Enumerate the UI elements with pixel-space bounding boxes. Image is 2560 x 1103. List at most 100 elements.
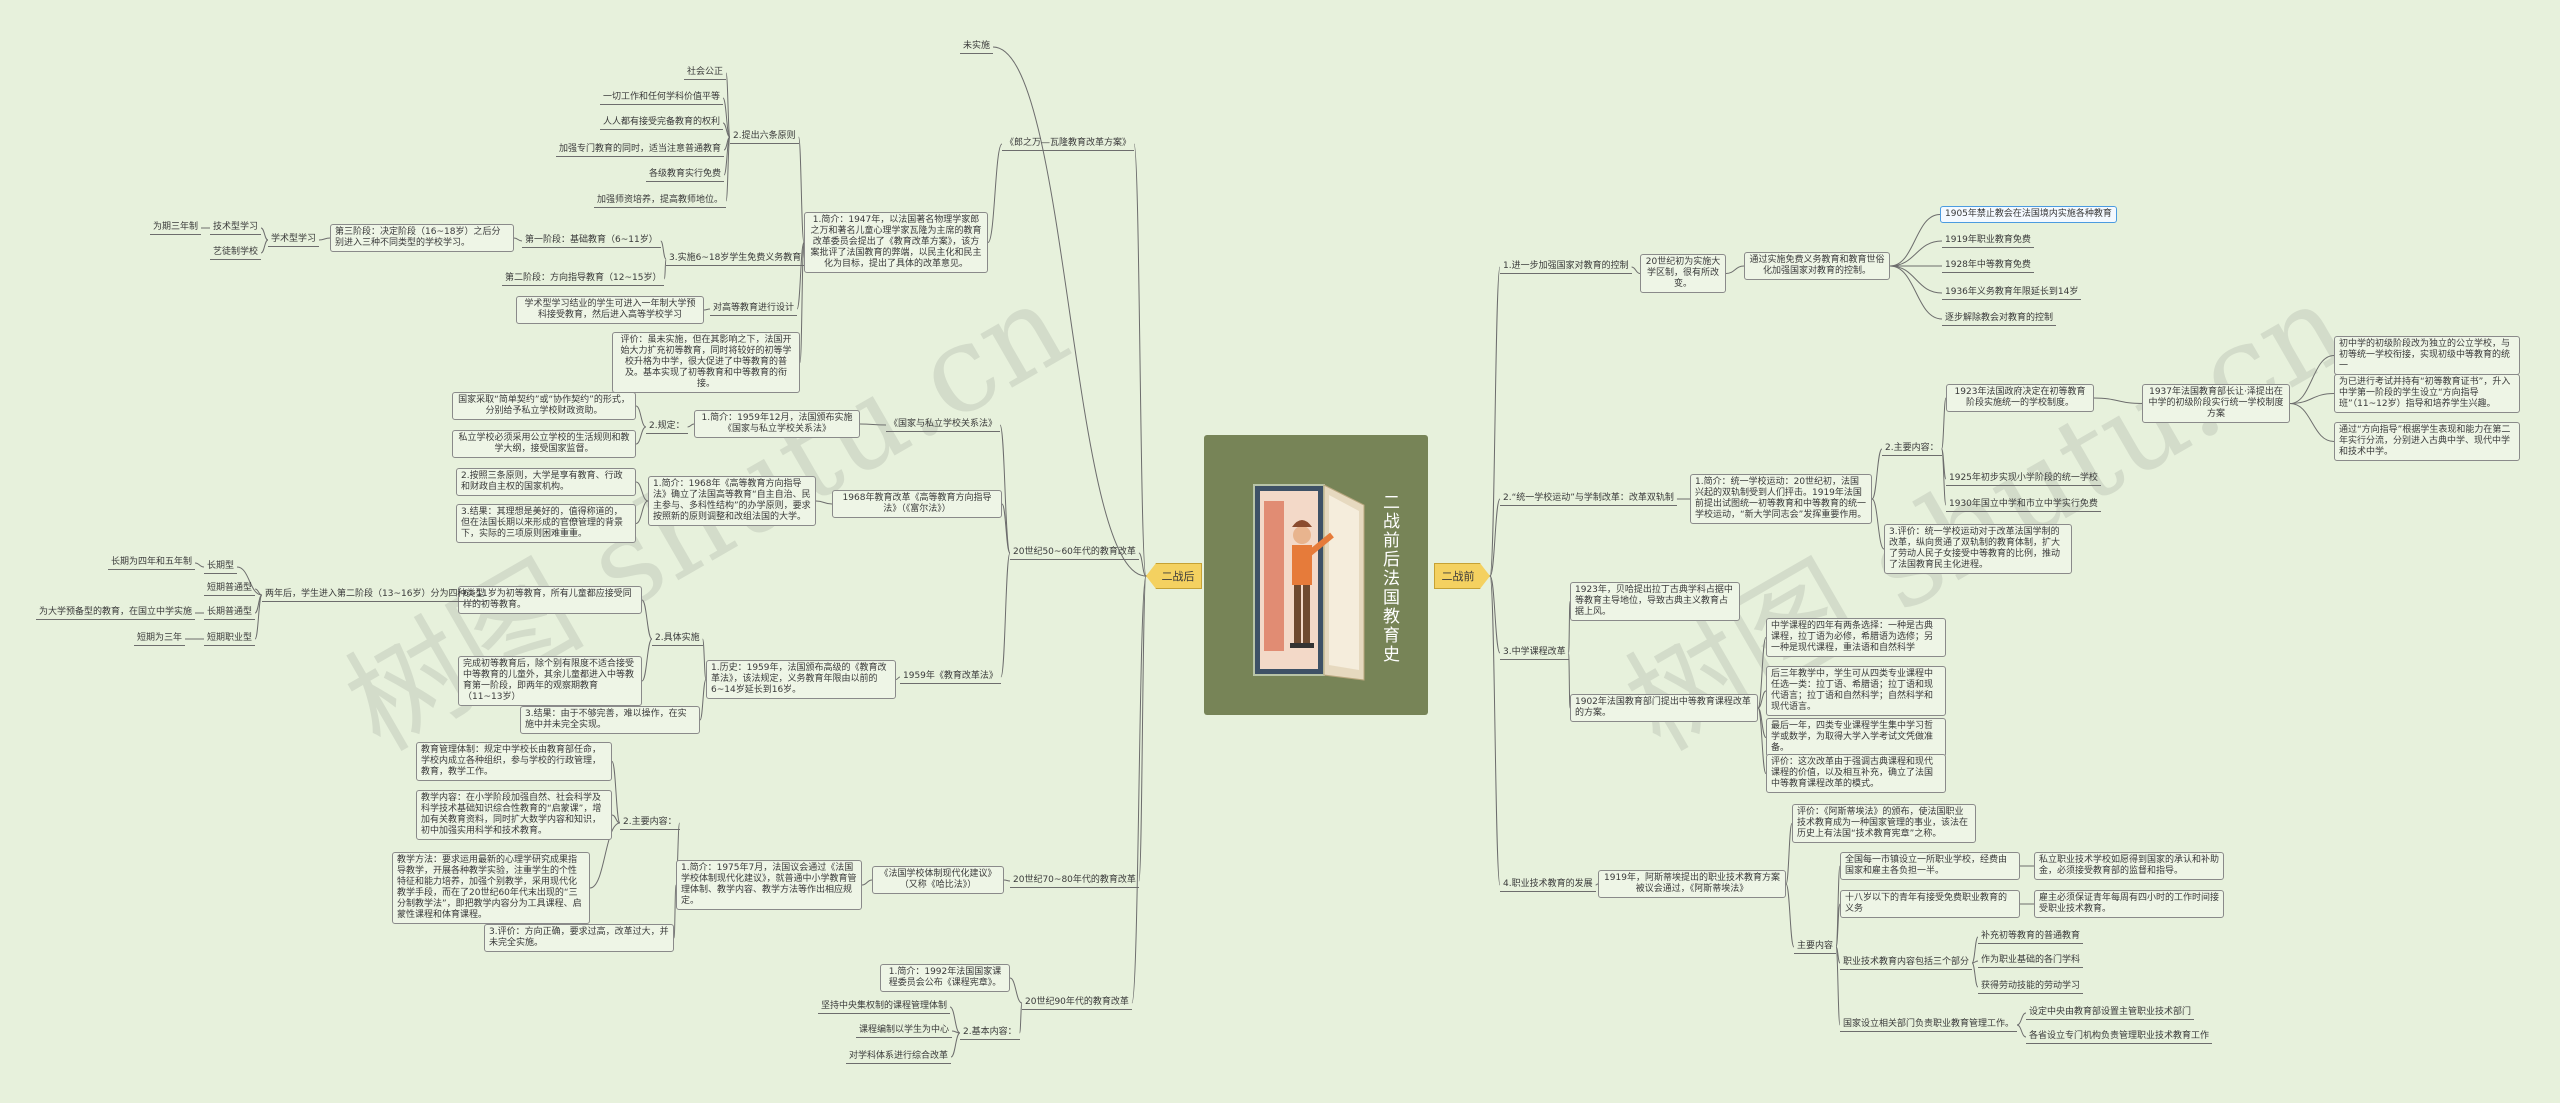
node-r3-b[interactable]: 1902年法国教育部门提出中等教育课程改革的方案。 [1570,694,1758,722]
node-stage-1[interactable]: 第一阶段：基础教育（6~11岁） [522,234,661,248]
node-six-principles[interactable]: 2.提出六条原则 [730,130,799,144]
type-short-general[interactable]: 短期普通型 [204,582,256,596]
academic-item-3[interactable]: 艺徒制学校 [210,246,262,260]
r1-item-4[interactable]: 1936年义务教育年限延长到14岁 [1942,286,2082,300]
central-topic[interactable]: 二战前后法国教育史 [1204,435,1428,715]
r2-c1b-item-3[interactable]: 通过“方向指导”根据学生表现和能力在第二年实行分流，分别进入古典中学、现代中学和… [2334,422,2520,461]
type-long-general[interactable]: 长期普通型 [204,606,256,620]
node-1959-result[interactable]: 3.结果：由于不够完善，难以操作，在实施中并未完全实现。 [520,706,700,734]
node-1959-intro[interactable]: 1.历史：1959年，法国颁布高级的《教育改革法》，该法规定，义务教育年限由以前… [706,660,896,699]
node-private-school-law[interactable]: 《国家与私立学校关系法》 [886,418,1001,432]
node-r4-eval[interactable]: 评价：《阿斯蒂埃法》的颁布，使法国职业技术教育成为一种国家管理的事业，该法在历史… [1792,804,1976,843]
r1-item-2[interactable]: 1919年职业教育免费 [1942,234,2034,248]
r1-item-1[interactable]: 1905年禁止教会在法国境内实施各种教育 [1940,206,2117,223]
node-1959-observation[interactable]: 完成初等教育后，除个别有限度不适合接受中等教育的儿童外，其余儿童都进入中等教育第… [458,656,642,706]
node-1959-primary[interactable]: 6~11岁为初等教育，所有儿童都应接受同样的初等教育。 [458,586,642,614]
node-1968-reform[interactable]: 1968年教育改革《高等教育方向指导法》（《富尔法》） [832,490,1002,518]
node-r1-a[interactable]: 20世纪初为实施大学区制，很有所改变。 [1640,254,1726,293]
node-r1-b[interactable]: 通过实施免费义务教育和教育世俗化加强国家对教育的控制。 [1744,252,1890,280]
node-r2-c2[interactable]: 1925年初步实现小学阶段的统一学校 [1946,472,2101,486]
90s-content-1[interactable]: 坚持中央集权制的课程管理体制 [818,1000,951,1014]
node-r3-title[interactable]: 3.中学课程改革 [1500,646,1569,660]
haby-content-1[interactable]: 教育管理体制：规定中学校长由教育部任命，学校内成立各种组织，参与学校的行政管理，… [416,742,612,781]
node-haby-contents[interactable]: 2.主要内容： [620,816,680,830]
node-r2-content[interactable]: 2.主要内容： [1882,442,1942,456]
tag-postwar[interactable]: 二战后 [1146,563,1202,589]
r4-item-1-detail[interactable]: 私立职业技术学校如愿得到国家的承认和补助金，必须接受教育部的监督和指导。 [2034,852,2224,880]
r4-edu-1[interactable]: 补充初等教育的普通教育 [1978,930,2084,944]
principle-4[interactable]: 加强专门教育的同时，适当注意普通教育 [556,143,725,157]
node-langevin-plan[interactable]: 《郎之万—瓦隆教育改革方案》 [1002,137,1135,151]
haby-content-3[interactable]: 教学方法：要求运用最新的心理学研究成果指导教学，开展各种教学实验，注重学生的个性… [392,852,590,924]
node-1968-item-2[interactable]: 3.结果：其理想是美好的，值得称道的，但在法国长期以来形成的官僚管理的背景下，实… [456,504,636,543]
r2-c1b-item-2[interactable]: 为已进行考试并持有“初等教育证书”，升入中学第一阶段的学生设立“方向指导班”（1… [2334,374,2520,413]
r4-edu-3[interactable]: 获得劳动技能的劳动学习 [1978,980,2084,994]
academic-item-2[interactable]: 技术型学习 [210,221,262,235]
node-r3-a[interactable]: 1923年，贝哈提出拉丁古典学科占据中等教育主导地位，导致古典主义教育占据上风。 [1570,582,1740,621]
r4-mgmt-2[interactable]: 各省设立专门机构负责管理职业技术教育工作 [2026,1030,2213,1044]
haby-content-2[interactable]: 教学内容：在小学阶段加强自然、社会科学及科学技术基础知识综合性教育的“启蒙课”，… [416,790,612,840]
node-haby-intro[interactable]: 1.简介：1975年7月，法国议会通过《法国学校体制现代化建议》，就普通中小学教… [676,860,862,910]
node-1968-item-1[interactable]: 2.按照三条原则，大学是享有教育、行政和财政自主权的国家机构。 [456,468,636,496]
node-stage-2[interactable]: 第二阶段：方向指导教育（12~15岁） [502,272,665,286]
type-long-general-detail[interactable]: 为大学预备型的教育，在国立中学实施 [36,606,196,620]
node-50-60-reform[interactable]: 20世纪50~60年代的教育改革 [1010,546,1139,560]
node-90s-intro[interactable]: 1.简介：1992年法国国家课程委员会公布《课程宪章》。 [880,964,1010,992]
node-1959-reform[interactable]: 1959年《教育改革法》 [900,670,1001,684]
node-weishi[interactable]: 未实施 [960,40,994,54]
node-stage-3[interactable]: 第三阶段：决定阶段（16~18岁）之后分别进入三种不同类型的学校学习。 [330,224,514,252]
90s-content-3[interactable]: 对学科体系进行综合改革 [846,1050,952,1064]
node-r2-title[interactable]: 2.“统一学校运动”与学制改革：改革双轨制 [1500,492,1677,506]
node-private-law-intro[interactable]: 1.简介：1959年12月，法国颁布实施《国家与私立学校关系法》 [694,410,860,438]
node-r4-content[interactable]: 主要内容 [1794,940,1837,954]
type-long[interactable]: 长期型 [204,560,238,574]
node-r2-c1[interactable]: 1923年法国政府决定在初等教育阶段实施统一的学校制度。 [1946,384,2094,412]
node-r2-eval[interactable]: 3.评价：统一学校运动对于改革法国学制的改革，纵向贯通了双轨制的教育体制，扩大了… [1884,524,2072,574]
node-higher-edu-detail[interactable]: 学术型学习结业的学生可进入一年制大学预科接受教育，然后进入高等学校学习 [516,296,704,324]
node-academic[interactable]: 学术型学习 [268,233,320,247]
node-higher-edu[interactable]: 对高等教育进行设计 [710,302,798,316]
r1-item-3[interactable]: 1928年中等教育免费 [1942,259,2034,273]
node-70-80-reform[interactable]: 20世纪70~80年代的教育改革 [1010,874,1139,888]
node-impl-6-18[interactable]: 3.实施6~18岁学生免费义务教育 [666,252,805,266]
tag-prewar[interactable]: 二战前 [1434,563,1490,589]
r4-item-1[interactable]: 全国每一市镇设立一所职业学校，经费由国家和雇主各负担一半。 [1840,852,2020,880]
r4-item-2-detail[interactable]: 雇主必须保证青年每周有四小时的工作时间接受职业技术教育。 [2034,890,2224,918]
principle-1[interactable]: 社会公正 [684,66,727,80]
node-r4-title[interactable]: 4.职业技术教育的发展 [1500,878,1596,892]
academic-item-1[interactable]: 为期三年制 [150,221,202,235]
node-1959-impl[interactable]: 2.具体实施 [652,632,703,646]
node-haby-eval[interactable]: 3.评价：方向正确，要求过高，改革过大，并未完全实施。 [484,924,674,952]
node-r4-mgmt[interactable]: 国家设立相关部门负责职业教育管理工作。 [1840,1018,2018,1032]
r3-item-3[interactable]: 最后一年，四类专业课程学生集中学习哲学或数学，为取得大学入学考试文凭做准备。 [1766,718,1946,757]
node-haby-law[interactable]: 《法国学校体制现代化建议》（又称《哈比法》） [872,866,1004,894]
node-r2-intro[interactable]: 1.简介：统一学校运动：20世纪初，法国兴起的双轨制受到人们抨击。1919年法国… [1690,474,1872,524]
node-90s-reform[interactable]: 20世纪90年代的教育改革 [1022,996,1132,1010]
type-short-detail[interactable]: 短期为三年 [134,632,186,646]
r3-item-1[interactable]: 中学课程的四年有两条选择：一种是古典课程，拉丁语为必修，希腊语为选修；另一种是现… [1766,618,1946,657]
node-langevin-eval[interactable]: 评价：虽未实施，但在其影响之下，法国开始大力扩充初等教育，同时将较好的初等学校升… [612,332,800,393]
principle-5[interactable]: 各级教育实行免费 [646,168,725,182]
node-private-law-rules[interactable]: 2.规定： [646,420,688,434]
node-langevin-intro[interactable]: 1.简介：1947年，以法国著名物理学家郎之万和著名儿童心理学家瓦隆为主席的教育… [804,212,988,273]
principle-3[interactable]: 人人都有接受完备教育的权利 [600,116,724,130]
r4-mgmt-1[interactable]: 设定中央由教育部设置主管职业技术部门 [2026,1006,2195,1020]
node-r4-edu[interactable]: 职业技术教育内容包括三个部分 [1840,956,1973,970]
r3-item-2[interactable]: 后三年教学中，学生可从四类专业课程中任选一类：拉丁语、希腊语；拉丁语和现代语言；… [1766,666,1946,716]
principle-6[interactable]: 加强师资培养，提高教师地位。 [594,194,727,208]
node-r4-a[interactable]: 1919年，阿斯蒂埃提出的职业技术教育方案被议会通过，《阿斯蒂埃法》 [1598,870,1786,898]
r3-item-4[interactable]: 评价：这次改革由于强调古典课程和现代课程的价值，以及相互补充，确立了法国中等教育… [1766,754,1946,793]
r4-edu-2[interactable]: 作为职业基础的各门学科 [1978,954,2084,968]
r1-item-5[interactable]: 逐步解除教会对教育的控制 [1942,312,2057,326]
node-r1-title[interactable]: 1.进一步加强国家对教育的控制 [1500,260,1632,274]
private-law-rule-2[interactable]: 私立学校必须采用公立学校的生活规则和教学大纲，接受国家监督。 [452,430,636,458]
principle-2[interactable]: 一切工作和任何学科价值平等 [600,91,724,105]
r4-item-2[interactable]: 十八岁以下的青年有接受免费职业教育的义务 [1840,890,2020,918]
private-law-rule-1[interactable]: 国家采取“简单契约”或“协作契约”的形式，分别给予私立学校财政资助。 [452,392,636,420]
node-r2-c1b[interactable]: 1937年法国教育部长让·泽提出在中学的初级阶段实行统一学校制度方案 [2142,384,2290,423]
type-long-detail[interactable]: 长期为四年和五年制 [108,556,196,570]
node-r2-c3[interactable]: 1930年国立中学和市立中学实行免费 [1946,498,2101,512]
90s-content-2[interactable]: 课程编制以学生为中心 [856,1024,953,1038]
node-1968-intro[interactable]: 1.简介：1968年《高等教育方向指导法》确立了法国高等教育“自主自治、民主参与… [648,476,816,526]
type-short-vocational[interactable]: 短期职业型 [204,632,256,646]
